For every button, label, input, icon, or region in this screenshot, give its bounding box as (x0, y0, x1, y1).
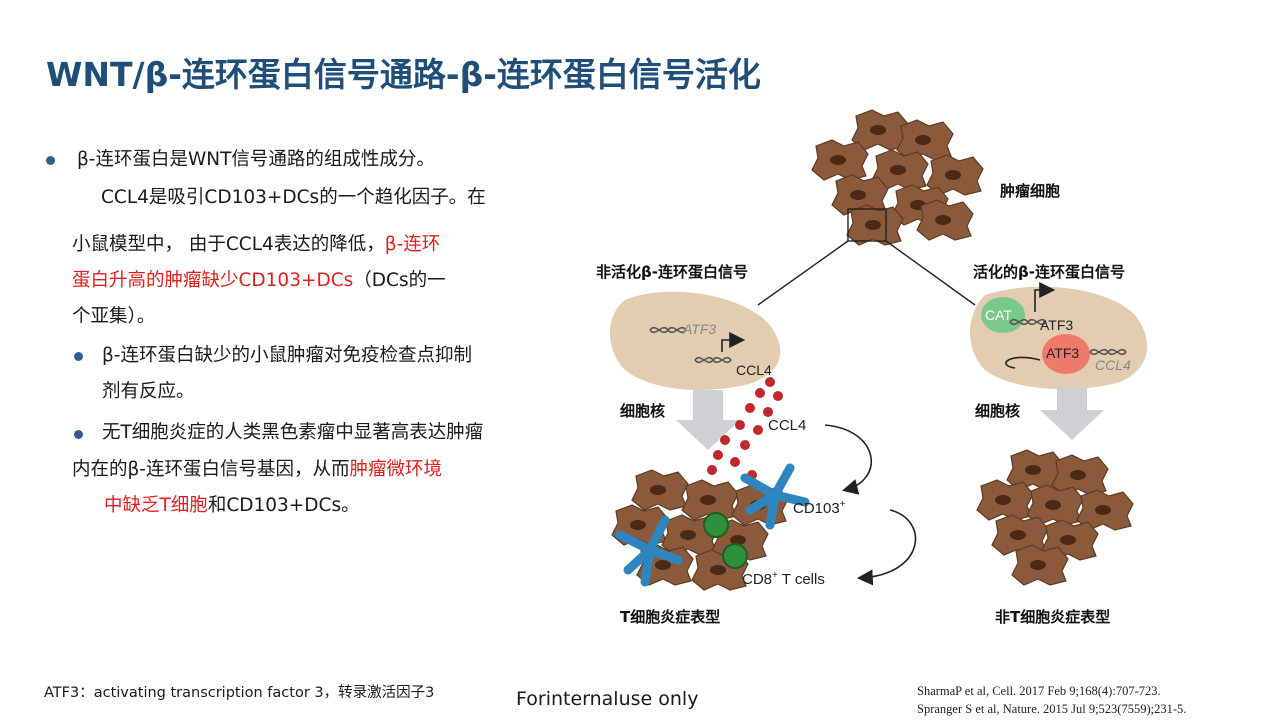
reference-item: SharmaP et al, Cell. 2017 Feb 9;168(4):7… (917, 684, 1161, 698)
label-active-signal: 活化的β-连环蛋白信号 (973, 263, 1125, 281)
label-t-inflamed: T细胞炎症表型 (620, 608, 720, 626)
text-run-highlight: 中缺乏T细胞 (104, 495, 208, 516)
arrow-dc-to-tcells (856, 509, 917, 586)
bullet-dot (74, 352, 83, 361)
text-run: （DCs的一 (353, 270, 446, 291)
down-arrow-right (1040, 388, 1104, 440)
text-line: 内在的β-连环蛋白信号基因，从而肿瘤微环境 (72, 458, 442, 482)
bullet-dot (46, 156, 55, 165)
gene-cat: CAT (985, 307, 1012, 323)
gene-atf3-right: ATF3 (1040, 317, 1073, 333)
gene-atf3-left: ATF3 (682, 321, 716, 337)
text-line: CCL4是吸引CD103+DCs的一个趋化因子。在 (101, 187, 486, 208)
text-line: β-连环蛋白是WNT信号通路的组成性成分。 (77, 149, 435, 170)
label-ccl4: CCL4 (768, 417, 806, 434)
text-run-highlight: β-连环 (384, 234, 441, 255)
atf3-protein (1042, 334, 1090, 374)
text-line: 无T细胞炎症的人类黑色素瘤中显著高表达肿瘤 (102, 422, 484, 443)
gene-ccl4-right: CCL4 (1095, 357, 1131, 373)
transcription-arrow (721, 332, 746, 352)
repression-line (1005, 356, 1041, 369)
text-line: β-连环蛋白缺少的小鼠肿瘤对免疫检查点抑制 (102, 345, 472, 366)
arrow-ccl4-to-dc (824, 424, 872, 495)
gene-ccl4-left: CCL4 (736, 362, 772, 378)
tumor-cluster-top (811, 109, 984, 246)
zoom-box (847, 208, 887, 242)
text-run: 和CD103+DCs。 (207, 495, 360, 516)
down-arrow-left (676, 390, 740, 450)
text-run-highlight: 肿瘤微环境 (349, 459, 442, 480)
text-run-highlight: 蛋白升高的肿瘤缺少CD103+DCs (72, 270, 354, 291)
dendritic-cell (740, 463, 810, 530)
label-nucleus-right: 细胞核 (975, 402, 1020, 420)
text-line: 小鼠模型中， 由于CCL4表达的降低，β-连环 (72, 233, 440, 257)
text-run: 小鼠模型中， 由于CCL4表达的降低， (72, 234, 385, 255)
zoom-line-right (885, 240, 976, 306)
label-nucleus-left: 细胞核 (620, 402, 665, 420)
text-line: 中缺乏T细胞和CD103+DCs。 (104, 494, 360, 518)
internal-use-note: Forinternaluse only (516, 688, 699, 710)
bullet-list: β-连环蛋白是WNT信号通路的组成性成分。 CCL4是吸引CD103+DCs的一… (0, 0, 560, 560)
text-line: 个亚集）。 (72, 306, 156, 327)
text-line: 蛋白升高的肿瘤缺少CD103+DCs（DCs的一 (72, 269, 446, 293)
text-run: 内在的β-连环蛋白信号基因，从而 (72, 459, 350, 480)
label-cd8-tcells: CD8+ T cells (742, 570, 825, 588)
abbreviation-note: ATF3：activating transcription factor 3，转… (44, 685, 435, 701)
references: SharmaP et al, Cell. 2017 Feb 9;168(4):7… (917, 682, 1186, 718)
page-title: WNT/β-连环蛋白信号通路-β-连环蛋白信号活化 (46, 55, 761, 94)
tumor-cluster-right (976, 449, 1134, 586)
nucleus-left (610, 291, 781, 390)
text-line: 剂有反应。 (102, 381, 195, 402)
label-non-t-inflamed: 非T细胞炎症表型 (995, 608, 1110, 626)
transcription-arrow (1034, 282, 1056, 312)
label-inactive-signal: 非活化β-连环蛋白信号 (596, 263, 748, 281)
t-cell (703, 512, 729, 538)
label-cd103-dc: CD103+ (793, 499, 846, 517)
label-tumor-cells: 肿瘤细胞 (1000, 182, 1060, 200)
ccl4-chemokines (707, 377, 783, 480)
zoom-line-left (757, 240, 849, 306)
t-cell (722, 543, 748, 569)
gene-atf3-red: ATF3 (1046, 345, 1079, 361)
bullet-dot (74, 430, 83, 439)
dendritic-cell (615, 515, 683, 587)
reference-item: Spranger S et al, Nature. 2015 Jul 9;523… (917, 702, 1187, 716)
